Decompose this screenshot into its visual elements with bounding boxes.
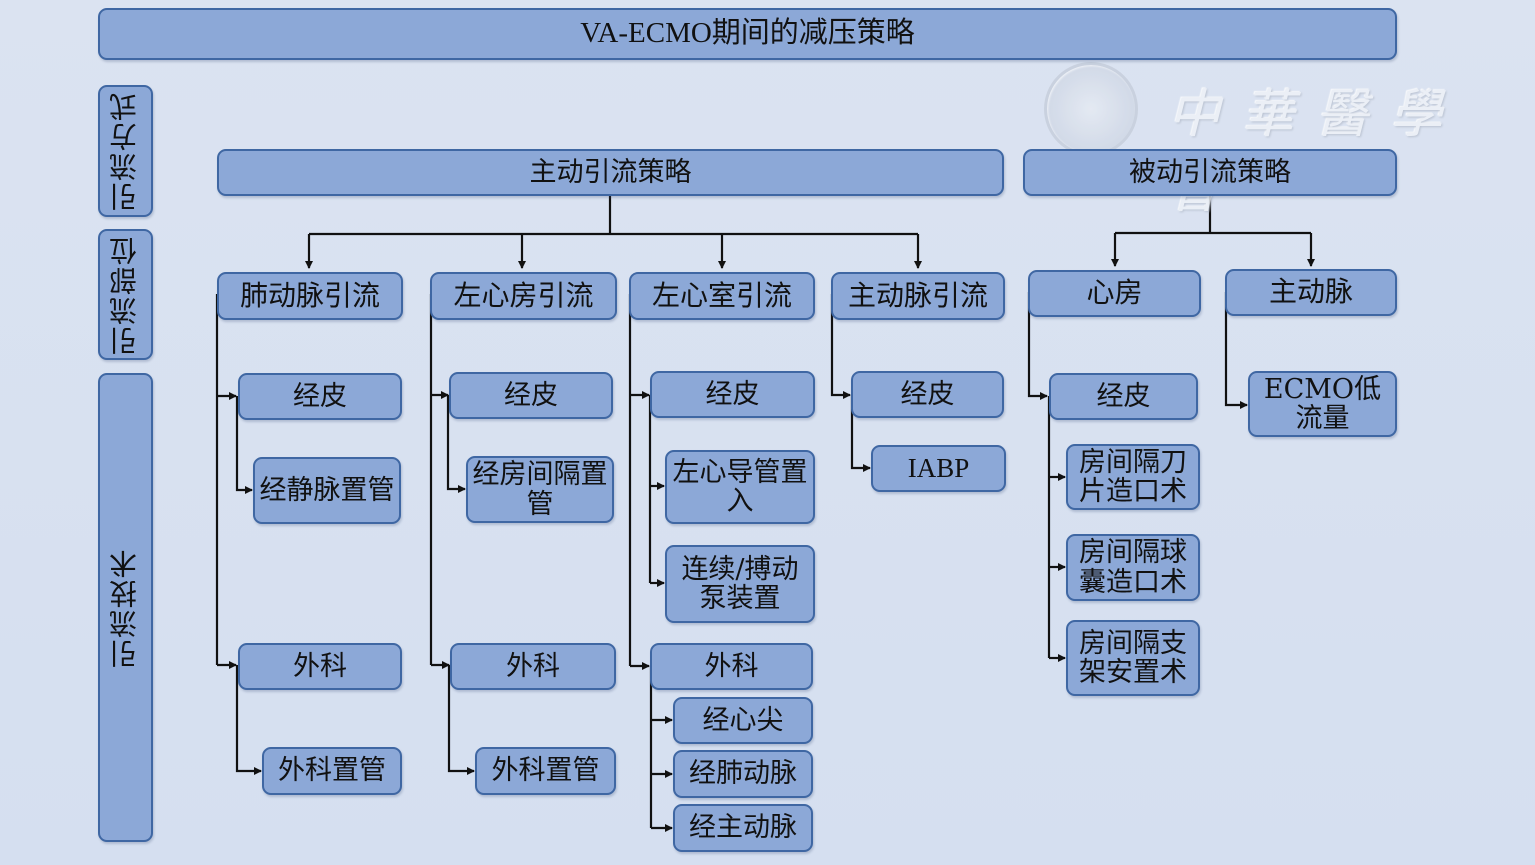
tech-la-transseptal: 经房间隔置管 bbox=[466, 456, 614, 523]
site-aorta-passive: 主动脉 bbox=[1225, 269, 1397, 316]
tech-pa-surgical-cannula: 外科置管 bbox=[262, 747, 402, 795]
active-drainage-strategy: 主动引流策略 bbox=[217, 149, 1004, 196]
watermark: 中華醫學會 bbox=[1040, 58, 1480, 220]
side-label-site: 引流部位 bbox=[98, 229, 153, 360]
tech-lv-apex: 经心尖 bbox=[673, 697, 813, 744]
side-label-technique: 引流技术 bbox=[98, 373, 153, 842]
diagram-title: VA-ECMO期间的减压策略 bbox=[98, 8, 1397, 60]
side-label-technique-text: 引流技术 bbox=[108, 547, 142, 668]
tech-pa-venous-cannula: 经静脉置管 bbox=[253, 457, 401, 524]
tech-pa-surgical: 外科 bbox=[238, 643, 402, 690]
tech-la-surgical-cannula: 外科置管 bbox=[475, 747, 616, 795]
tech-ecmo-low-flow: ECMO低流量 bbox=[1248, 371, 1397, 437]
tech-atrium-percutaneous: 经皮 bbox=[1049, 373, 1198, 420]
tech-lv-pump: 连续/搏动泵装置 bbox=[665, 545, 815, 623]
watermark-text: 中華醫學會 bbox=[1168, 85, 1465, 220]
tech-pa-percutaneous: 经皮 bbox=[238, 373, 402, 420]
tech-ao-iabp: IABP bbox=[871, 445, 1006, 492]
tech-la-surgical: 外科 bbox=[450, 643, 616, 690]
tech-lv-catheter: 左心导管置入 bbox=[665, 450, 815, 524]
association-seal-icon bbox=[1044, 62, 1138, 156]
tech-lv-via-pa: 经肺动脉 bbox=[673, 750, 813, 798]
site-aorta-active: 主动脉引流 bbox=[831, 272, 1005, 320]
tech-atrial-blade-septostomy: 房间隔刀片造口术 bbox=[1066, 444, 1200, 510]
site-pulmonary-artery: 肺动脉引流 bbox=[217, 272, 403, 320]
passive-drainage-strategy: 被动引流策略 bbox=[1023, 149, 1397, 196]
tech-lv-via-aorta: 经主动脉 bbox=[673, 804, 813, 852]
site-atrium: 心房 bbox=[1028, 270, 1201, 317]
side-label-method-text: 引流方式 bbox=[108, 91, 142, 211]
tech-ao-percutaneous: 经皮 bbox=[851, 371, 1004, 418]
site-left-ventricle: 左心室引流 bbox=[629, 272, 815, 320]
side-label-site-text: 引流部位 bbox=[108, 234, 142, 355]
side-label-method: 引流方式 bbox=[98, 85, 153, 217]
tech-atrial-stent: 房间隔支架安置术 bbox=[1066, 620, 1200, 696]
site-left-atrium: 左心房引流 bbox=[430, 272, 617, 320]
tech-lv-percutaneous: 经皮 bbox=[650, 371, 815, 418]
tech-la-percutaneous: 经皮 bbox=[449, 372, 613, 419]
tech-lv-surgical: 外科 bbox=[650, 643, 813, 690]
tech-atrial-balloon-septostomy: 房间隔球囊造口术 bbox=[1066, 534, 1200, 601]
